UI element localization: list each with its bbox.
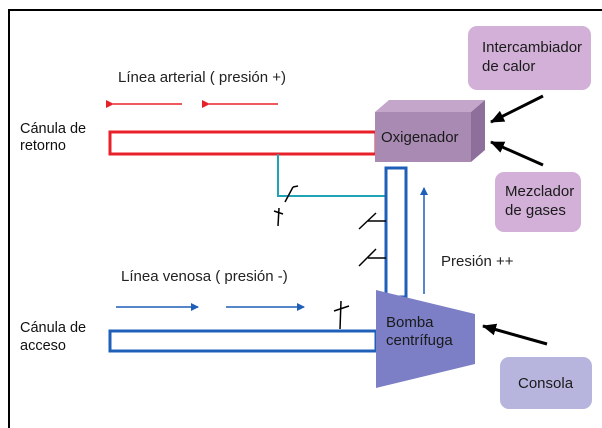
- gas-mixer-box: Mezclador de gases: [495, 172, 581, 232]
- tube-clamp-1: [358, 212, 377, 230]
- oxygenator-side-face: [471, 100, 485, 162]
- heat-exchanger-arrow: [490, 94, 544, 124]
- tube-clamp-2: [358, 248, 377, 267]
- venous-clamp: [333, 305, 350, 312]
- return-cannula-label: Cánula de retorno: [20, 121, 90, 154]
- svg-text:Consola: Consola: [518, 375, 574, 392]
- pump-to-oxygenator-tube: [384, 166, 408, 299]
- bypass-clamp-1-tail: [292, 185, 299, 188]
- oxygenator-front-face: [375, 112, 471, 162]
- svg-text:Mezclador de gases: Mezclador de gases: [505, 183, 578, 219]
- bypass-clamp-1: [284, 186, 294, 203]
- console-arrow: [482, 323, 548, 346]
- centrifugal-pump: Bomba centrífuga: [376, 290, 475, 388]
- bypass-clamp-2-stem: [277, 207, 280, 227]
- venous-line-tube: [108, 329, 378, 353]
- arterial-line-tube: [108, 130, 378, 156]
- bypass-line: [277, 154, 386, 197]
- arterial-line-label: Línea arterial ( presión +): [118, 69, 286, 86]
- console-box: Consola: [500, 357, 592, 409]
- svg-text:Intercambiador de calor: Intercambiador de calor: [482, 39, 586, 75]
- oxygenator-label: Oxigenador: [381, 129, 459, 146]
- venous-clamp-stem: [339, 300, 342, 330]
- oxygenator-top-face: [375, 100, 485, 112]
- gas-mixer-arrow: [490, 140, 544, 167]
- heat-exchanger-box: Intercambiador de calor: [468, 26, 591, 90]
- pump-shape: [376, 290, 475, 388]
- venous-line-label: Línea venosa ( presión -): [121, 268, 288, 285]
- pressure-label: Presión ++: [441, 253, 514, 270]
- pump-label: Bomba centrífuga: [386, 314, 453, 349]
- oxygenator: Oxigenador: [375, 100, 485, 162]
- access-cannula-label: Cánula de acceso: [20, 320, 90, 354]
